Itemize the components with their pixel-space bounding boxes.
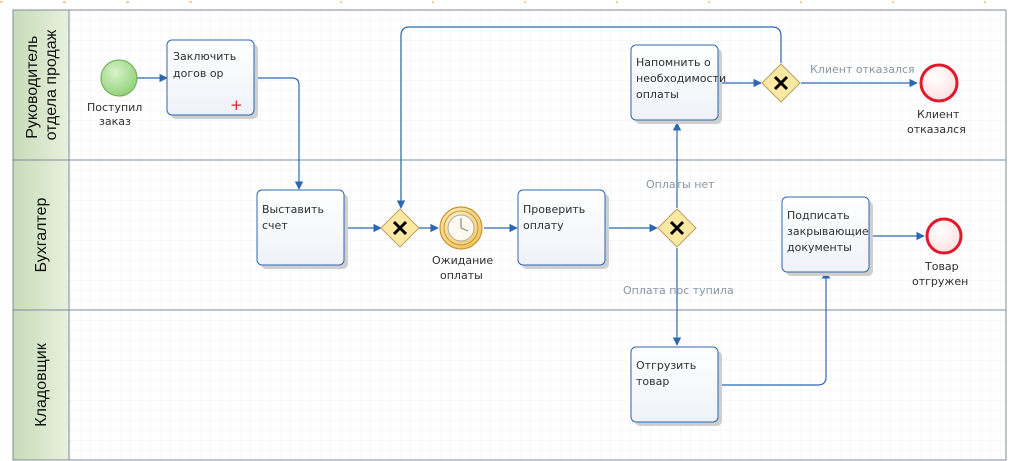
end-event-goods-shipped-label: Товар отгружен <box>912 260 968 288</box>
flow-contract-to-invoice[interactable] <box>257 77 304 190</box>
subprocess-marker-icon: + <box>230 96 243 114</box>
flow-label-client-refused: Клиент отказался <box>810 63 915 76</box>
gateway-x-icon <box>392 220 408 236</box>
svg-text:Руководитель отдела прод: Руководитель отдела продаж <box>24 29 60 140</box>
lane-title-line: Бухгалтер <box>33 197 50 272</box>
start-event[interactable] <box>100 59 138 97</box>
lane-header-storekeeper[interactable]: Кладовщик <box>12 309 70 461</box>
end-event-goods-shipped[interactable] <box>925 217 963 255</box>
gateway-x-icon <box>773 75 789 91</box>
flow-label-payment-received: Оплата пос тупила <box>623 284 734 297</box>
lane-title-line: отдела продаж <box>43 29 60 140</box>
exclusive-gateway-1[interactable] <box>380 208 420 248</box>
start-event-label: Поступил заказ <box>87 101 146 128</box>
sequence-flows <box>137 26 925 386</box>
gateway-x-icon <box>669 220 685 236</box>
lane-title-line: Кладовщик <box>33 342 50 426</box>
end-event-client-refused[interactable] <box>919 63 959 103</box>
end-event-client-refused-label: Клиент отказался <box>907 108 966 136</box>
lane-header-sales[interactable]: Руководитель отдела продаж <box>12 9 70 161</box>
lane-header-accountant[interactable]: Бухгалтер <box>12 159 70 311</box>
svg-text:Бухгалтер: Бухгалтер <box>33 197 50 272</box>
flow-loop-back[interactable] <box>396 26 782 209</box>
flow-ship-to-sign[interactable] <box>719 270 831 386</box>
exclusive-gateway-3[interactable] <box>761 63 801 103</box>
clock-icon <box>447 214 475 242</box>
timer-event-label: Ожидание оплаты <box>432 254 497 282</box>
exclusive-gateway-2[interactable] <box>657 208 697 248</box>
svg-text:Кладовщик: Кладовщик <box>33 342 50 426</box>
lane-title-line: Руководитель <box>24 36 41 139</box>
flow-label-no-payment: Оплаты нет <box>646 178 715 191</box>
timer-event[interactable] <box>439 206 483 250</box>
